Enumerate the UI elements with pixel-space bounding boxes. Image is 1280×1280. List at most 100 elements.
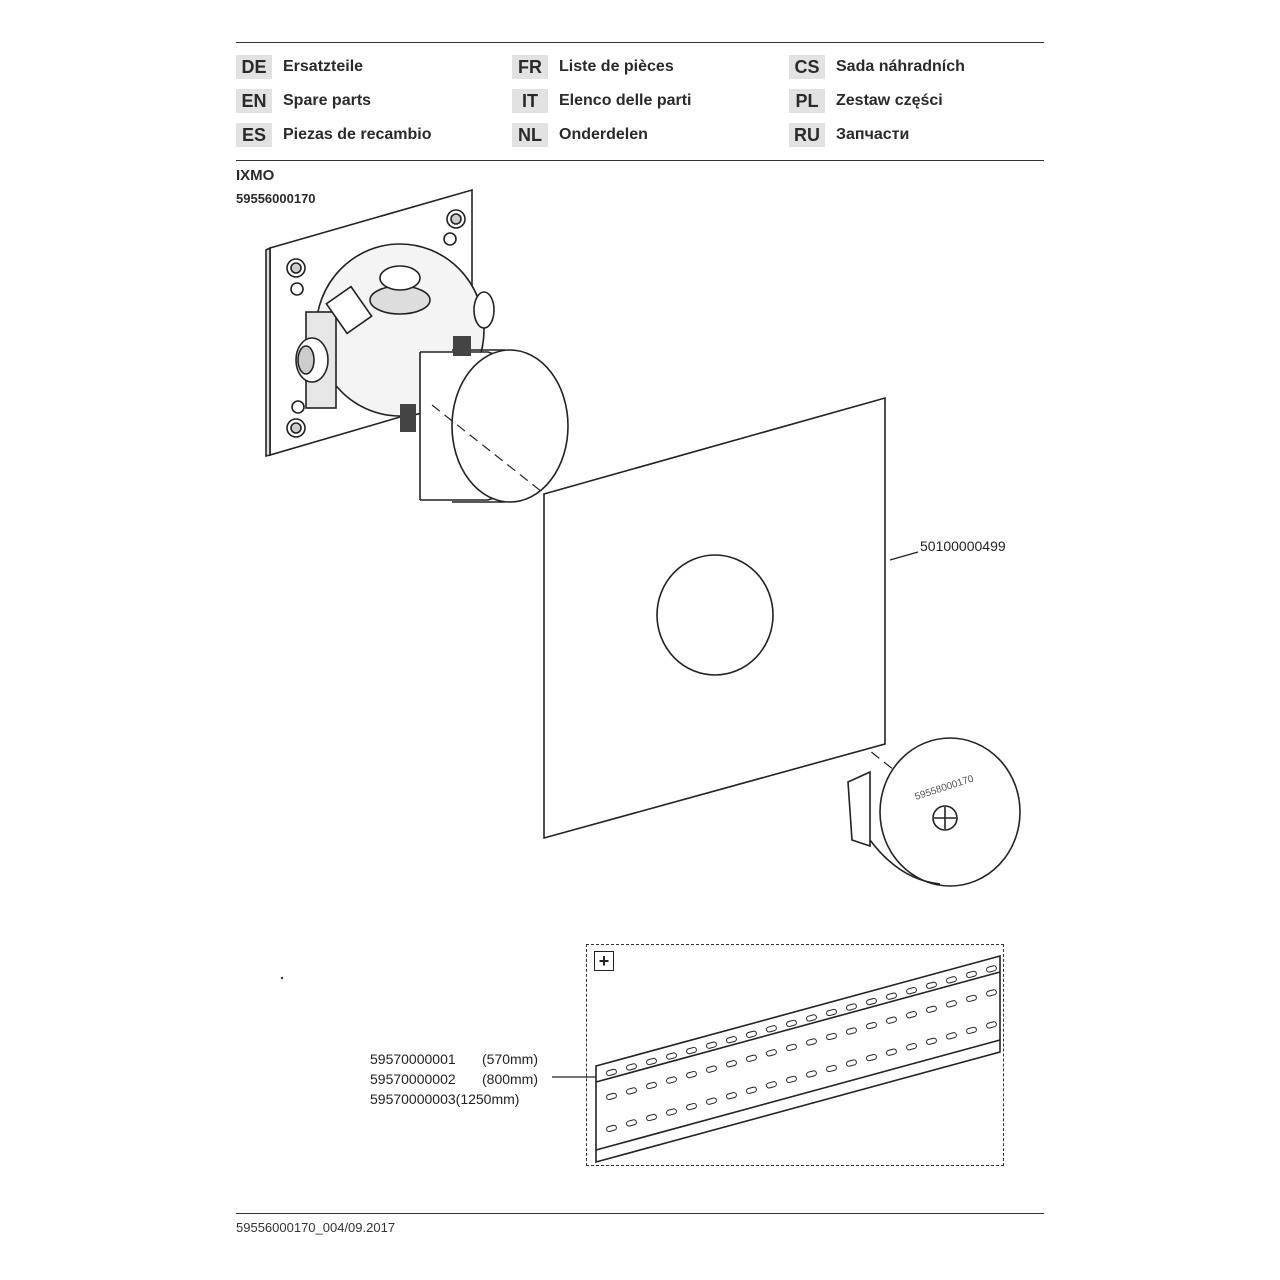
rail-part-code: 59570000002	[370, 1071, 456, 1087]
lang-label: Sada náhradních	[836, 58, 965, 75]
rail-slot	[766, 1081, 777, 1089]
lang-row-de: DE Ersatzteile	[236, 54, 363, 80]
lang-code: EN	[236, 89, 272, 113]
plate-leader-line	[889, 551, 919, 561]
plus-icon: +	[594, 951, 614, 971]
rail-slot	[686, 1046, 697, 1055]
rail-slot	[846, 1059, 857, 1067]
lang-row-pl: PL Zestaw części	[789, 88, 943, 114]
rail-slot	[706, 1041, 717, 1049]
rail-part-size: (1250mm)	[455, 1091, 520, 1107]
rail-slot	[906, 1043, 917, 1051]
rail-slot	[826, 1064, 837, 1073]
lang-label: Spare parts	[283, 92, 372, 109]
lang-row-es: ES Piezas de recambio	[236, 122, 432, 148]
lang-label: Запчасти	[836, 126, 910, 143]
rail-slot	[986, 965, 997, 973]
rail-slot	[886, 1016, 897, 1024]
rail-part-row: 59570000001 (570mm)	[370, 1049, 538, 1069]
rail-slot	[886, 992, 897, 1000]
plate-part-number: 50100000499	[920, 538, 1006, 554]
rail-slot	[666, 1076, 677, 1084]
rail-slot	[666, 1108, 677, 1116]
rail-slot	[746, 1054, 757, 1062]
rail-slot	[746, 1030, 757, 1038]
rail-slot	[906, 1011, 917, 1019]
rail-slot	[986, 989, 997, 997]
rail-slot	[826, 1032, 837, 1041]
rail-slot	[746, 1086, 757, 1094]
lang-row-cs: CS Sada náhradních	[789, 54, 965, 80]
plaster-guard-plate	[543, 396, 886, 840]
rail-slot	[726, 1092, 737, 1100]
lang-row-ru: RU Запчасти	[789, 122, 909, 148]
rail-slot	[866, 1053, 877, 1062]
rail-part-size: (570mm)	[482, 1051, 539, 1067]
detail-frame	[586, 944, 1004, 1166]
stray-dot	[280, 976, 284, 980]
rail-slot	[866, 1021, 877, 1030]
rail-slot	[786, 1019, 797, 1028]
lang-row-en: EN Spare parts	[236, 88, 371, 114]
document-reference: 59556000170_004/09.2017	[236, 1220, 396, 1235]
rail-part-row: 59570000002 (800mm)	[370, 1069, 538, 1089]
rail-part-size: (800mm)	[482, 1071, 539, 1087]
rail-slot	[786, 1043, 797, 1052]
lang-code: FR	[512, 55, 548, 79]
rail-slot	[946, 1032, 957, 1040]
lang-label: Piezas de recambio	[283, 126, 432, 143]
rail-slot	[826, 1008, 837, 1017]
lang-row-it: IT Elenco delle parti	[512, 88, 691, 114]
rail-slot	[846, 1027, 857, 1035]
rail-part-code: 59570000003	[370, 1091, 456, 1107]
product-name: IXMO	[236, 167, 275, 184]
rail-slot	[966, 970, 977, 979]
lang-code: ES	[236, 123, 272, 147]
header-bottom-rule	[236, 160, 1044, 161]
rail-slot	[926, 981, 937, 989]
rail-slot	[646, 1057, 657, 1066]
lang-code: PL	[789, 89, 825, 113]
lang-label: Ersatzteile	[283, 58, 364, 75]
rail-slot	[766, 1025, 777, 1033]
rail-slot	[966, 1026, 977, 1035]
rail-slot	[626, 1087, 637, 1095]
rail-slot	[906, 987, 917, 995]
lang-label: Liste de pièces	[559, 58, 674, 75]
rail-slot	[866, 997, 877, 1006]
header-top-rule	[236, 42, 1044, 43]
lang-code: DE	[236, 55, 272, 79]
rail-slot	[606, 1068, 617, 1077]
rail-slot	[666, 1052, 677, 1060]
rail-slot	[806, 1038, 817, 1046]
lang-label: Onderdelen	[559, 126, 648, 143]
rail-slot	[646, 1081, 657, 1090]
valve-body	[295, 243, 569, 503]
product-number: 59556000170	[236, 191, 316, 206]
lang-code: RU	[789, 123, 825, 147]
rail-slot	[806, 1070, 817, 1078]
rail-slot	[726, 1036, 737, 1044]
footer-rule	[236, 1213, 1044, 1214]
lang-label: Zestaw części	[836, 92, 943, 109]
rail-slot	[626, 1119, 637, 1127]
rail-slot	[646, 1113, 657, 1122]
rail-slot	[926, 1037, 937, 1045]
rail-slot	[606, 1092, 617, 1101]
rail-slot	[806, 1014, 817, 1022]
lang-label: Elenco delle parti	[559, 92, 692, 109]
rail-slot	[946, 976, 957, 984]
rail-slot	[846, 1003, 857, 1011]
rail-slot	[946, 1000, 957, 1008]
lang-row-fr: FR Liste de pièces	[512, 54, 674, 80]
rail-slot	[626, 1063, 637, 1071]
rail-slot	[886, 1048, 897, 1056]
rail-slot	[786, 1075, 797, 1084]
rail-part-code: 59570000001	[370, 1051, 456, 1067]
rail-slot	[686, 1102, 697, 1111]
lang-code: IT	[512, 89, 548, 113]
rail-slot	[926, 1005, 937, 1013]
rail-slot	[726, 1060, 737, 1068]
lang-code: NL	[512, 123, 548, 147]
